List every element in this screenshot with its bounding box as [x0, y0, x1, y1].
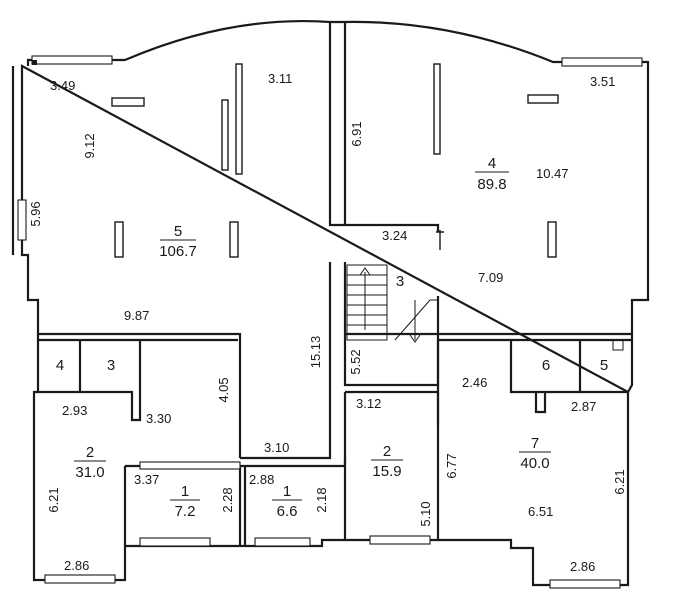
dim-label: 3.49 — [50, 78, 75, 93]
dim-label: 3.10 — [264, 440, 289, 455]
dim-label: 6.21 — [46, 487, 61, 512]
wall-details — [32, 60, 624, 351]
dim-label: 2.87 — [571, 399, 596, 414]
dim-label: 7.09 — [478, 270, 503, 285]
dim-label: 3.12 — [356, 396, 381, 411]
room-4-small-label: 4 — [56, 357, 64, 374]
room-2-center-label: 2 15.9 — [371, 443, 403, 480]
room-3-label: 3 — [107, 357, 115, 374]
room-3-stair-label: 3 — [396, 273, 404, 290]
dim-label: 15.13 — [308, 336, 323, 369]
dim-label: 2.28 — [220, 487, 235, 512]
room-1-a-label: 1 7.2 — [170, 483, 200, 520]
dim-label: 6.91 — [349, 121, 364, 146]
dim-label: 10.47 — [536, 166, 569, 181]
columns — [111, 63, 559, 258]
dim-label: 6.21 — [612, 469, 627, 494]
room-4-label: 4 89.8 — [475, 155, 509, 193]
dim-label: 4.05 — [216, 377, 231, 402]
room-2-left-label: 2 31.0 — [74, 444, 106, 481]
dim-label: 2.86 — [570, 559, 595, 574]
staircase — [346, 264, 439, 343]
interior-walls — [38, 22, 632, 546]
svg-text:106.7: 106.7 — [159, 243, 197, 260]
dim-label: 3.30 — [146, 411, 171, 426]
svg-text:5: 5 — [174, 223, 182, 240]
svg-text:31.0: 31.0 — [75, 464, 104, 481]
svg-text:4: 4 — [488, 155, 496, 172]
room-7-label: 7 40.0 — [519, 435, 551, 472]
room-1-b-label: 1 6.6 — [272, 483, 302, 520]
dim-label: 5.10 — [418, 501, 433, 526]
room-5-small-label: 5 — [600, 357, 608, 374]
svg-text:2: 2 — [383, 443, 391, 460]
dim-label: 9.12 — [82, 133, 97, 158]
dim-label: 2.86 — [64, 558, 89, 573]
svg-text:1: 1 — [181, 483, 189, 500]
dim-label: 2.93 — [62, 403, 87, 418]
dim-label: 5.96 — [28, 201, 43, 226]
windows — [17, 55, 643, 589]
dim-label: 6.77 — [444, 453, 459, 478]
svg-text:7.2: 7.2 — [175, 503, 196, 520]
dim-label: 2.88 — [249, 472, 274, 487]
svg-text:40.0: 40.0 — [520, 455, 549, 472]
dim-label: 3.51 — [590, 74, 615, 89]
dimension-labels: 3.49 3.11 3.51 9.12 6.91 10.47 5.96 3.24… — [28, 71, 627, 574]
room-5-label: 5 106.7 — [159, 223, 197, 260]
dim-label: 3.37 — [134, 472, 159, 487]
dim-label: 5.52 — [348, 349, 363, 374]
svg-text:89.8: 89.8 — [477, 176, 506, 193]
room-6-label: 6 — [542, 357, 550, 374]
dim-label: 3.11 — [268, 71, 292, 86]
dim-label: 3.24 — [382, 228, 407, 243]
dim-label: 6.51 — [528, 504, 553, 519]
dim-label: 2.18 — [314, 487, 329, 512]
svg-text:2: 2 — [86, 444, 94, 461]
svg-text:7: 7 — [531, 435, 539, 452]
dim-label: 2.46 — [462, 375, 487, 390]
svg-text:6.6: 6.6 — [277, 503, 298, 520]
exterior-walls — [11, 19, 650, 587]
dim-label: 9.87 — [124, 308, 149, 323]
room-labels: 5 106.7 4 89.8 2 31.0 1 7.2 1 6.6 2 15.9 — [56, 155, 608, 520]
svg-text:15.9: 15.9 — [372, 463, 401, 480]
svg-text:1: 1 — [283, 483, 291, 500]
